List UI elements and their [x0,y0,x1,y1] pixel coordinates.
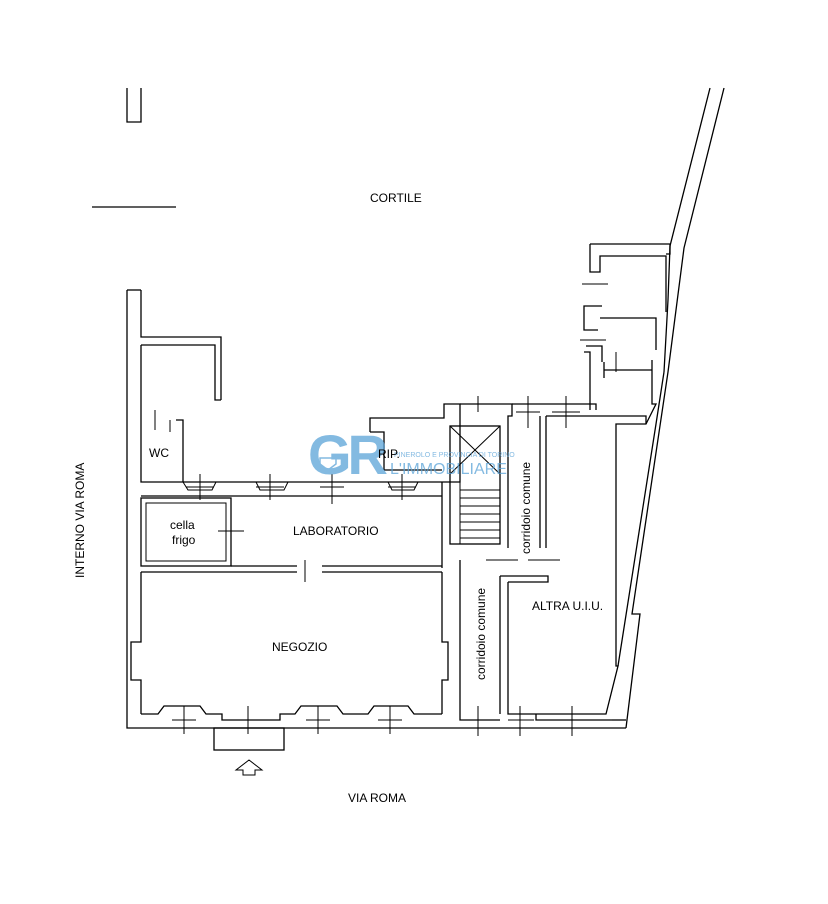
watermark-brand: L'IMMOBILIARE [390,461,507,478]
watermark: GR PINEROLO E PROVINCIA DI TORINO L'IMMO… [308,423,515,486]
label-frigo: frigo [172,533,196,547]
watermark-logo: GR [308,423,388,486]
label-corridoio-upper: corridoio comune [519,462,533,554]
label-corridoio-lower: corridoio comune [474,588,488,680]
arrow-down-icon [319,457,337,471]
label-interno-via-roma: INTERNO VIA ROMA [73,463,87,578]
label-via-roma: VIA ROMA [348,791,406,805]
tick-marks [172,396,580,736]
label-cortile: CORTILE [370,191,422,205]
label-cella: cella [170,518,195,532]
room-labels: CORTILE INTERNO VIA ROMA VIA ROMA WC cel… [73,191,603,805]
arrow-up-icon [234,759,264,776]
watermark-tagline: PINEROLO E PROVINCIA DI TORINO [394,452,515,459]
walls [92,87,725,751]
label-altra-uiu: ALTRA U.I.U. [532,599,603,613]
label-negozio: NEGOZIO [272,640,327,654]
label-rip: RIP. [378,447,400,461]
label-wc: WC [149,446,169,460]
label-laboratorio: LABORATORIO [293,524,379,538]
